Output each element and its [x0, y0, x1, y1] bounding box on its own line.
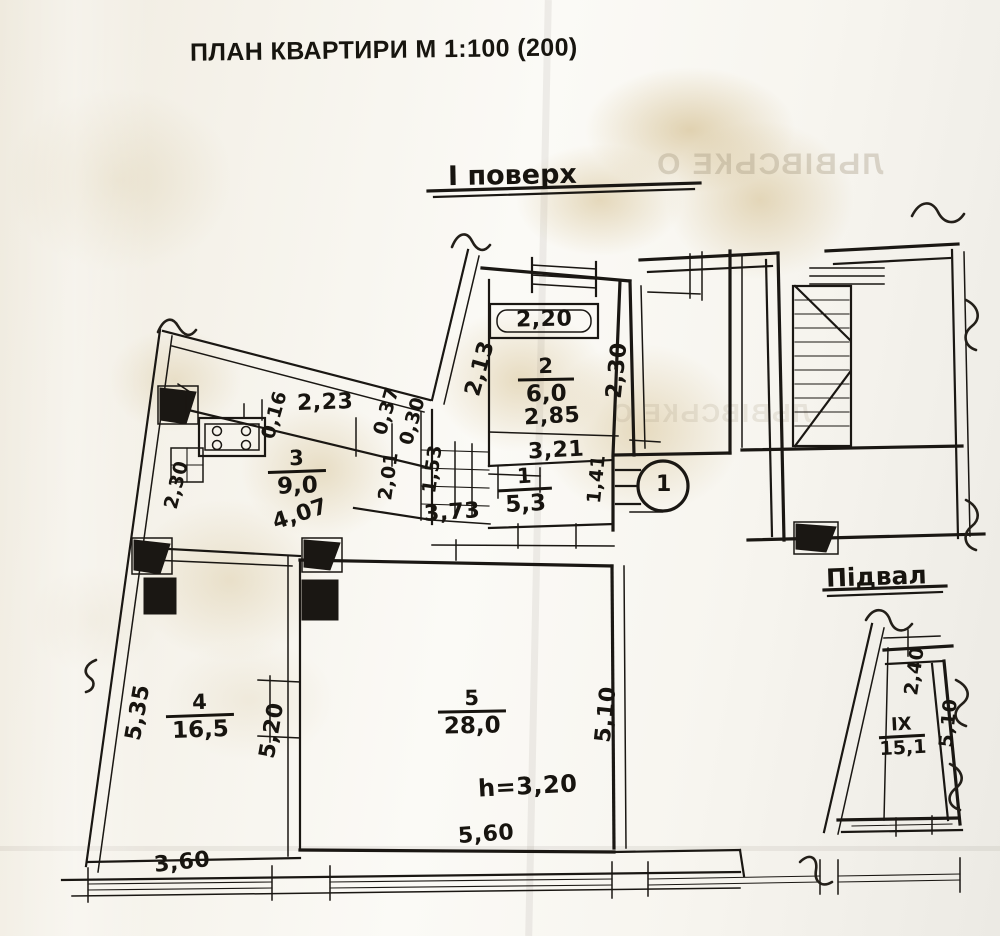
bottom-dimension-chain: [60, 848, 961, 903]
wall-break-symbol-basement-top: [864, 608, 914, 632]
dim-5-60: 5,60: [457, 820, 516, 849]
wall-break-symbol-basement-right: [954, 678, 969, 728]
floor-heading-underline: [426, 181, 702, 199]
floor-section-heading: I поверх: [447, 158, 578, 193]
wall-break-symbol-right: [964, 298, 979, 352]
dim-3-21: 3,21: [527, 436, 585, 465]
stove-icon: [197, 416, 267, 458]
wall-break-symbol-bottom: [798, 855, 834, 886]
room-area-ix: 15,1: [879, 735, 927, 760]
wall-break-symbol-topright: [910, 202, 966, 224]
kitchen-top-wall: [161, 329, 432, 413]
bathtub-icon: [488, 302, 600, 340]
wall-break-symbol-left: [156, 318, 198, 337]
dim-2-85: 2,85: [523, 402, 581, 431]
ceiling-height-note: h=3,20: [477, 769, 579, 803]
room-number-3: 3: [288, 445, 305, 471]
room-number-1: 1: [516, 463, 533, 489]
paper-sheen: [0, 0, 150, 936]
wall-break-symbol-basement-right2: [948, 762, 963, 812]
basement-heading-underline: [822, 584, 948, 598]
room-area-5: 28,0: [443, 712, 501, 740]
basement-walls: [822, 622, 964, 837]
room2-walls: [480, 256, 632, 468]
door-pillar-symbols: [131, 385, 839, 621]
dim-2-23: 2,23: [296, 389, 354, 416]
room-area-1: 5,3: [504, 489, 547, 518]
room4-walls: [86, 546, 302, 864]
stairs-icon: [791, 267, 885, 448]
room-label-3: 3 9,0: [267, 445, 327, 499]
section-marker-label: 1: [656, 472, 672, 497]
room-label-5: 5 28,0: [437, 685, 507, 740]
section-marker-circle: [614, 459, 690, 513]
wall-break-symbol-bath: [450, 233, 492, 252]
room-number-4: 4: [191, 689, 208, 715]
basement-section-heading: Підвал: [825, 560, 928, 593]
paper-crease: [0, 846, 1000, 851]
wall-break-symbol-right-lower: [964, 498, 979, 552]
room5-walls: [287, 555, 627, 857]
dim-3-73: 3,73: [423, 498, 482, 527]
room-number-ix: IX: [890, 713, 913, 736]
wall-break-symbol-left-lower: [84, 658, 98, 694]
room-label-1: 1 5,3: [497, 463, 554, 518]
room-label-2: 2 6,0: [517, 353, 575, 407]
dimension-ticks: [176, 251, 703, 743]
room-number-5: 5: [464, 685, 480, 711]
sink-icon: [170, 447, 204, 483]
diagonal-wall-bath: [430, 248, 480, 405]
room-area-4: 16,5: [171, 715, 230, 744]
outer-left-wall: [84, 328, 173, 873]
room-label-4: 4 16,5: [165, 689, 235, 744]
room-label-ix: IX 15,1: [878, 713, 927, 760]
room1-room5-walls: [487, 279, 732, 532]
room-number-2: 2: [538, 353, 554, 379]
bathtub-dimension-label: 2,20: [515, 306, 573, 333]
right-block: [638, 242, 986, 542]
